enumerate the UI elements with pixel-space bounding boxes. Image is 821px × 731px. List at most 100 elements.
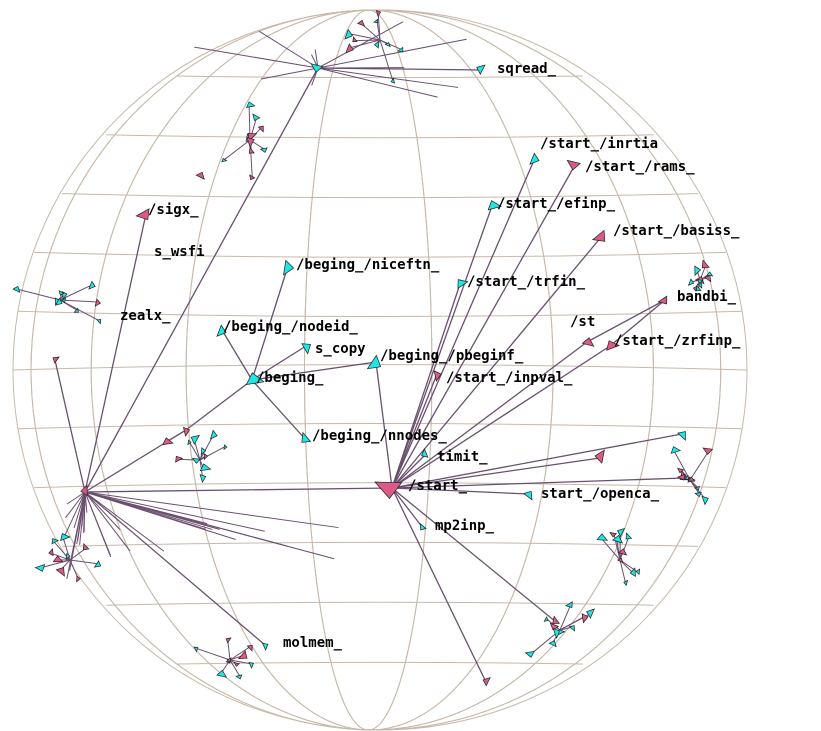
graph-node[interactable] — [596, 533, 609, 541]
node-label-zrfinp[interactable]: /start_/zrfinp_ — [614, 333, 741, 349]
graph-node[interactable] — [203, 453, 209, 461]
graph-node[interactable] — [697, 283, 703, 289]
graph-node-rf1[interactable] — [594, 449, 605, 464]
graph-node[interactable] — [226, 657, 232, 664]
graph-node[interactable] — [193, 646, 199, 653]
graph-node[interactable] — [692, 285, 698, 292]
graph-node-basiss[interactable] — [591, 229, 606, 242]
graph-node-inpval[interactable] — [433, 370, 442, 382]
graph-node[interactable] — [249, 174, 256, 181]
node-label-sqread[interactable]: sqread_ — [497, 61, 557, 77]
graph-node[interactable] — [52, 555, 64, 563]
graph-node[interactable] — [248, 662, 254, 669]
graph-node[interactable] — [609, 532, 618, 538]
node-label-start[interactable]: /start_ — [408, 478, 468, 494]
graph-node[interactable] — [397, 46, 404, 53]
graph-node[interactable] — [384, 41, 391, 48]
graph-node[interactable] — [225, 637, 232, 644]
graph-node[interactable] — [694, 485, 701, 491]
graph-node[interactable] — [616, 557, 624, 564]
graph-node[interactable] — [65, 552, 71, 560]
node-label-bandbi[interactable]: bandbi_ — [677, 289, 737, 305]
graph-node[interactable] — [683, 474, 689, 480]
graph-node[interactable] — [564, 601, 573, 608]
graph-node[interactable] — [257, 125, 264, 133]
graph-node[interactable] — [694, 491, 702, 498]
graph-node[interactable] — [54, 297, 63, 306]
node-label-pbeginf[interactable]: /beging_/pbeginf_ — [380, 348, 524, 364]
graph-node[interactable] — [524, 651, 535, 658]
graph-node[interactable] — [694, 265, 702, 277]
graph-node[interactable] — [200, 446, 207, 456]
node-label-s-wsfi[interactable]: s_wsfi — [154, 244, 205, 260]
graph-node[interactable] — [61, 297, 67, 304]
node-label-openca[interactable]: start_/openca_ — [541, 486, 660, 502]
graph-node-mp2inp[interactable] — [419, 523, 427, 531]
node-label-zealx[interactable]: zealx_ — [120, 308, 171, 324]
graph-node[interactable] — [55, 567, 65, 577]
graph-node[interactable] — [48, 548, 54, 557]
graph-node[interactable] — [635, 568, 641, 576]
graph-node-scopy[interactable] — [301, 343, 311, 355]
graph-node[interactable] — [701, 259, 710, 269]
graph-node-top[interactable] — [310, 63, 324, 73]
graph-node[interactable] — [352, 36, 358, 43]
graph-node-pbeginf[interactable] — [366, 354, 382, 370]
graph-node[interactable] — [625, 532, 633, 540]
node-label-niceftn[interactable]: /beging_/niceftn_ — [296, 257, 440, 273]
graph-node-niceftn[interactable] — [283, 259, 295, 276]
node-label-beging[interactable]: /beging_ — [256, 370, 324, 386]
node-label-efinp[interactable]: /start_/efinp_ — [497, 196, 616, 212]
graph-node[interactable] — [199, 463, 212, 472]
graph-node[interactable] — [611, 534, 624, 544]
graph-node[interactable] — [356, 19, 366, 27]
graph-node[interactable] — [190, 434, 201, 445]
node-label-molmem[interactable]: molmem_ — [283, 635, 343, 651]
graph-node-efinp[interactable] — [487, 200, 502, 211]
graph-node[interactable] — [246, 136, 255, 148]
graph-node-openca[interactable] — [523, 490, 533, 501]
graph-node[interactable] — [259, 147, 268, 153]
graph-node[interactable] — [94, 298, 101, 307]
graph-node[interactable] — [617, 548, 628, 556]
graph-node-inrtia[interactable] — [529, 152, 540, 165]
graph-node[interactable] — [549, 622, 560, 631]
graph-node[interactable] — [216, 669, 228, 678]
node-label-rams[interactable]: /start_/rams_ — [585, 159, 695, 175]
graph-node-bot[interactable] — [482, 677, 491, 687]
graph-node[interactable] — [51, 538, 60, 545]
node-label-s-copy[interactable]: s_copy — [315, 341, 366, 357]
graph-node-hub2[interactable] — [162, 437, 174, 446]
graph-node[interactable] — [252, 113, 261, 122]
graph-node[interactable] — [687, 476, 696, 482]
graph-node[interactable] — [73, 307, 79, 313]
graph-node[interactable] — [34, 564, 46, 572]
graph-node[interactable] — [687, 278, 695, 286]
graph-node[interactable] — [76, 575, 81, 583]
graph-node[interactable] — [246, 101, 256, 108]
graph-node-br[interactable] — [552, 615, 560, 624]
graph-node[interactable] — [248, 146, 255, 154]
graph-node[interactable] — [676, 473, 686, 481]
graph-node[interactable] — [233, 661, 241, 667]
graph-node[interactable] — [616, 528, 626, 538]
graph-node-sig2[interactable] — [195, 171, 205, 180]
graph-node[interactable] — [58, 290, 65, 296]
node-label-sigx[interactable]: /sigx_ — [148, 202, 199, 218]
graph-node[interactable] — [93, 560, 102, 568]
graph-node[interactable] — [235, 674, 243, 680]
graph-node-nnodes[interactable] — [301, 431, 312, 443]
graph-node[interactable] — [558, 629, 566, 636]
graph-node-rf2[interactable] — [677, 431, 686, 441]
graph-node[interactable] — [706, 271, 714, 277]
node-label-inpval[interactable]: /start_/inpval_ — [446, 370, 573, 386]
graph-node-timit[interactable] — [421, 448, 429, 458]
node-label-inrtia[interactable]: /start_/inrtia — [540, 136, 658, 152]
graph-node[interactable] — [246, 644, 253, 652]
graph-node[interactable] — [223, 444, 228, 451]
node-label-trfin[interactable]: /start_/trfin_ — [467, 274, 586, 290]
graph-node[interactable] — [221, 157, 228, 163]
graph-node[interactable] — [373, 40, 380, 49]
graph-node-sigx[interactable] — [135, 208, 150, 221]
